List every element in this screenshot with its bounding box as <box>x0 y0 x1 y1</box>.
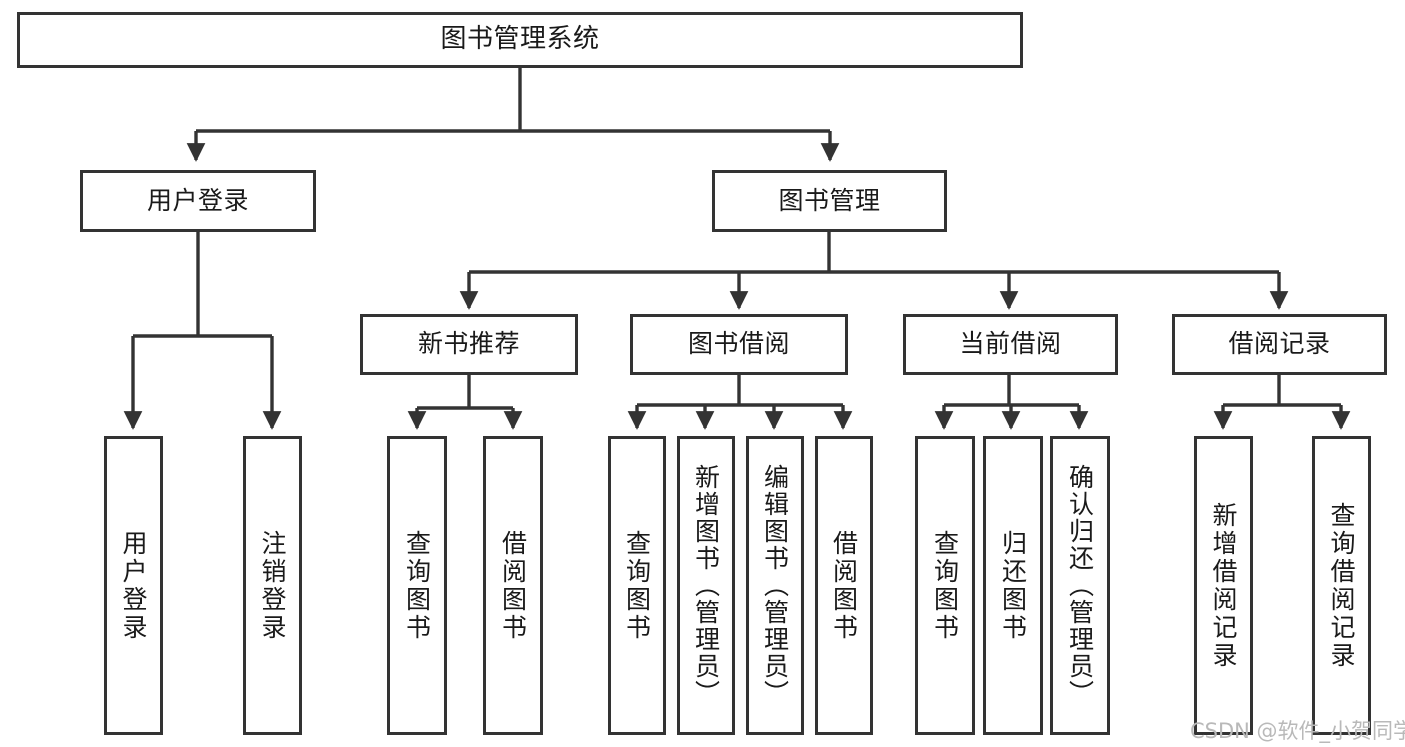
node-leaf-return-book[interactable]: 归还图书 <box>983 436 1043 735</box>
node-label: 确认归还（管理员） <box>1065 464 1095 707</box>
node-leaf-confirm-return-admin[interactable]: 确认归还（管理员） <box>1050 436 1110 735</box>
node-label: 新书推荐 <box>417 329 520 359</box>
node-label: 借阅图书 <box>498 529 528 642</box>
node-label: 用户登录 <box>146 185 249 215</box>
node-label: 查询图书 <box>930 529 960 642</box>
node-label: 查询图书 <box>402 529 432 642</box>
node-borrow-record[interactable]: 借阅记录 <box>1172 314 1387 375</box>
node-leaf-query-book[interactable]: 查询图书 <box>608 436 666 735</box>
node-leaf-edit-book-admin[interactable]: 编辑图书（管理员） <box>746 436 804 735</box>
node-leaf-add-borrow-record[interactable]: 新增借阅记录 <box>1194 436 1253 735</box>
node-book-borrow[interactable]: 图书借阅 <box>630 314 848 375</box>
node-label: 借阅记录 <box>1228 329 1331 359</box>
node-label: 图书管理 <box>778 185 881 215</box>
node-label: 新增借阅记录 <box>1209 501 1238 670</box>
node-label: 注销登录 <box>258 529 287 642</box>
node-leaf-borrow-book[interactable]: 借阅图书 <box>815 436 873 735</box>
node-label: 查询借阅记录 <box>1327 501 1356 670</box>
node-new-book-recommend[interactable]: 新书推荐 <box>360 314 578 375</box>
node-label: 新增图书（管理员） <box>691 464 721 707</box>
node-label: 归还图书 <box>998 529 1028 642</box>
csdn-watermark: CSDN @软件_小贺同学 <box>1190 719 1405 743</box>
node-leaf-user-login[interactable]: 用户登录 <box>104 436 163 735</box>
node-user-login[interactable]: 用户登录 <box>80 170 316 232</box>
node-label: 用户登录 <box>119 529 148 642</box>
node-leaf-add-book-admin[interactable]: 新增图书（管理员） <box>677 436 735 735</box>
node-leaf-logout[interactable]: 注销登录 <box>243 436 302 735</box>
node-label: 查询图书 <box>622 529 652 642</box>
node-label: 当前借阅 <box>959 329 1062 359</box>
node-leaf-borrow-book-new[interactable]: 借阅图书 <box>483 436 543 735</box>
node-leaf-query-book-new[interactable]: 查询图书 <box>387 436 447 735</box>
node-label: 编辑图书（管理员） <box>760 464 790 707</box>
node-label: 图书借阅 <box>687 329 790 359</box>
node-leaf-query-book-current[interactable]: 查询图书 <box>915 436 975 735</box>
node-leaf-query-borrow-record[interactable]: 查询借阅记录 <box>1312 436 1371 735</box>
node-label: 图书管理系统 <box>440 24 600 55</box>
node-label: 借阅图书 <box>829 529 859 642</box>
node-current-borrow[interactable]: 当前借阅 <box>903 314 1118 375</box>
node-root-system[interactable]: 图书管理系统 <box>17 12 1023 68</box>
node-book-management[interactable]: 图书管理 <box>712 170 947 232</box>
